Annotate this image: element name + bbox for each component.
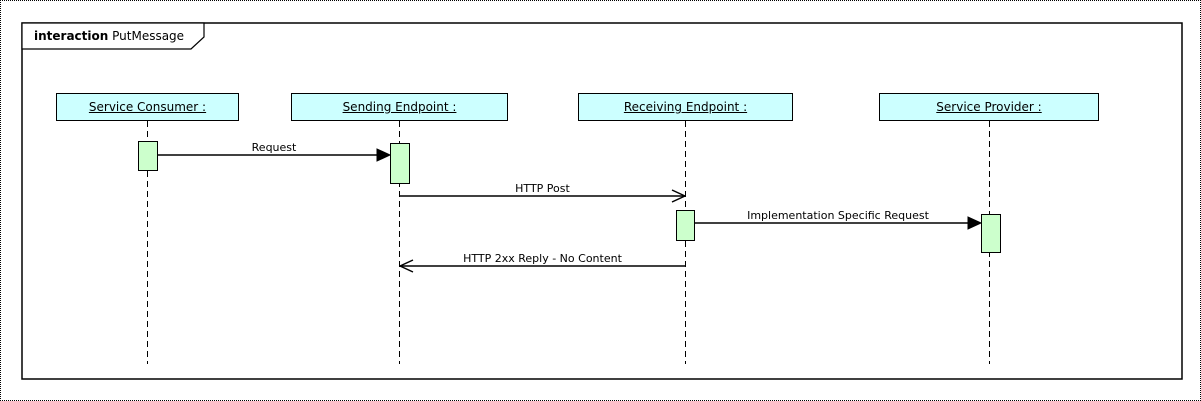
message-label-request: Request	[251, 141, 297, 154]
lifeline-label: Service Consumer :	[88, 100, 207, 114]
activation-bar-service-provider	[981, 214, 1001, 253]
frame-keyword: interaction	[34, 29, 109, 43]
frame-label: interaction PutMessage	[34, 23, 184, 49]
activation-bar-sending-endpoint	[390, 143, 410, 184]
lifeline-label: Receiving Endpoint :	[623, 100, 748, 114]
message-label-http-2xx-reply: HTTP 2xx Reply - No Content	[463, 252, 622, 265]
lifeline-receiving-endpoint	[685, 121, 686, 364]
lifeline-label: Service Provider :	[936, 100, 1042, 114]
lifeline-head-sending-endpoint: Sending Endpoint :	[291, 93, 508, 121]
message-label-implementation-specific-request: Implementation Specific Request	[747, 209, 929, 222]
frame-name: PutMessage	[112, 29, 185, 43]
lifeline-head-service-provider: Service Provider :	[879, 93, 1099, 121]
lifeline-sending-endpoint	[399, 121, 400, 364]
lifeline-label: Sending Endpoint :	[342, 100, 457, 114]
lifeline-head-receiving-endpoint: Receiving Endpoint :	[578, 93, 793, 121]
lifeline-head-service-consumer: Service Consumer :	[56, 93, 239, 121]
message-label-http-post: HTTP Post	[515, 182, 570, 195]
lifeline-service-consumer	[147, 121, 148, 364]
activation-bar-service-consumer	[138, 141, 158, 171]
activation-bar-receiving-endpoint	[676, 210, 695, 241]
interaction-frame-border	[21, 22, 1183, 380]
